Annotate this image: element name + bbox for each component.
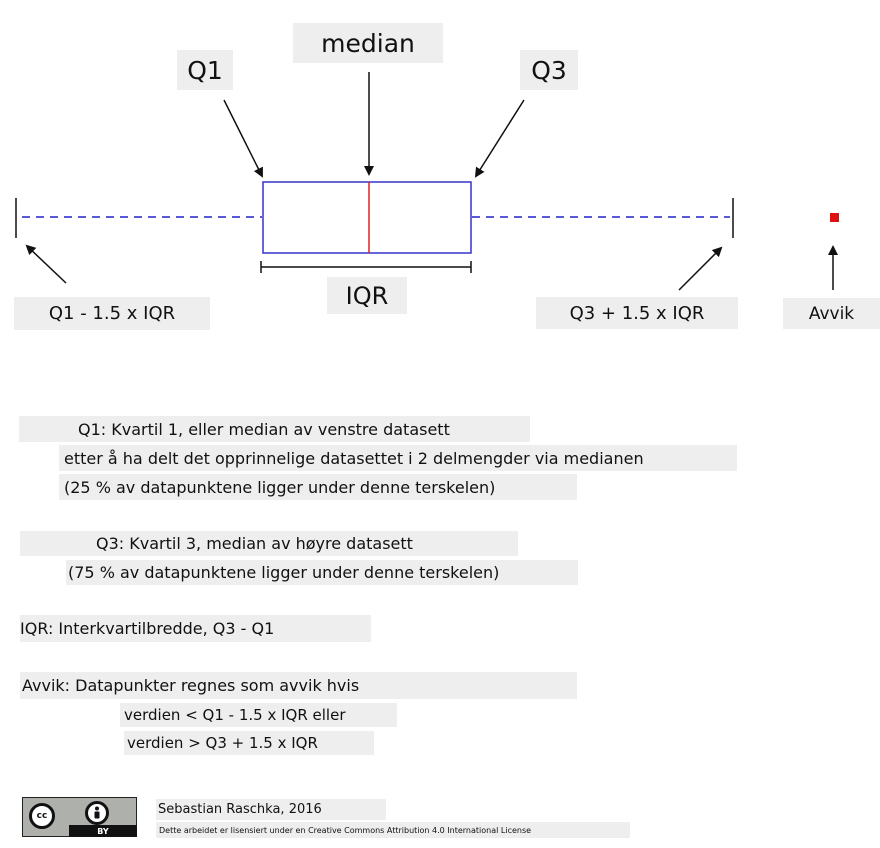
q1-explanation-line3: (25 % av datapunktene ligger under denne…	[59, 474, 577, 500]
q3-explanation-line1: Q3: Kvartil 3, median av høyre datasett	[20, 531, 518, 556]
creative-commons-by-icon: cc BY	[22, 797, 137, 837]
q1-explanation-line2: etter å ha delt det opprinnelige dataset…	[59, 445, 737, 471]
q1-label: Q1	[177, 50, 233, 90]
iqr-label: IQR	[327, 277, 407, 314]
outlier-explanation-line1: Avvik: Datapunkter regnes som avvik hvis	[20, 672, 577, 699]
outlier-point	[830, 213, 839, 222]
lower-whisker-label: Q1 - 1.5 x IQR	[14, 297, 210, 330]
author-credit: Sebastian Raschka, 2016	[156, 799, 386, 820]
by-label: BY	[69, 825, 137, 837]
iqr-box	[262, 181, 472, 254]
outlier-label: Avvik	[783, 298, 880, 329]
upper-whisker-arrow	[678, 246, 723, 291]
outlier-explanation-line3: verdien > Q3 + 1.5 x IQR	[124, 731, 374, 755]
q3-arrow	[474, 99, 525, 178]
iqr-explanation: IQR: Interkvartilbredde, Q3 - Q1	[20, 615, 371, 642]
median-label: median	[293, 23, 443, 63]
upper-whisker-label: Q3 + 1.5 x IQR	[536, 297, 738, 329]
lower-whisker-arrow	[25, 244, 67, 284]
outlier-explanation-line2: verdien < Q1 - 1.5 x IQR eller	[120, 703, 397, 727]
license-text: Dette arbeidet er lisensiert under en Cr…	[156, 822, 630, 838]
q3-explanation-line2: (75 % av datapunktene ligger under denne…	[66, 560, 578, 585]
person-icon	[85, 801, 109, 825]
cc-icon: cc	[29, 803, 55, 829]
q1-explanation-line1: Q1: Kvartil 1, eller median av venstre d…	[19, 416, 530, 442]
q3-label: Q3	[520, 50, 578, 90]
q1-arrow	[223, 99, 263, 178]
